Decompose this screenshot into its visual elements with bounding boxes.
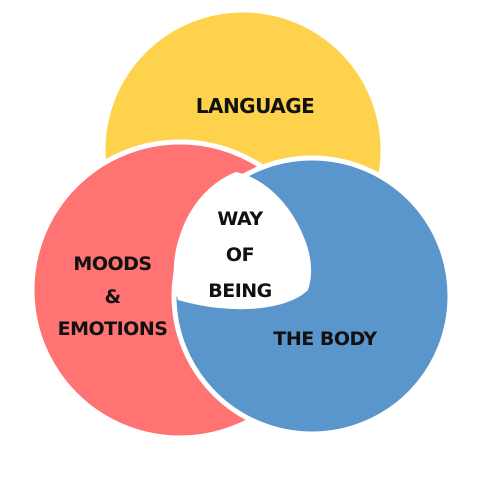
way-of-being-center	[173, 172, 312, 310]
moods-emotions-line-1: MOODS	[73, 253, 152, 275]
moods-emotions-line-3: EMOTIONS	[57, 318, 168, 340]
way-of-being-line-2: OF	[225, 244, 255, 266]
way-of-being-line-1: WAY	[217, 208, 263, 230]
the-body-label: THE BODY	[273, 328, 377, 350]
moods-emotions-label: MOODS & EMOTIONS	[40, 248, 185, 346]
language-label: LANGUAGE	[195, 94, 315, 118]
moods-emotions-line-2: &	[104, 285, 121, 308]
way-of-being-label: WAY OF BEING	[190, 201, 290, 309]
way-of-being-line-3: BEING	[208, 280, 272, 302]
